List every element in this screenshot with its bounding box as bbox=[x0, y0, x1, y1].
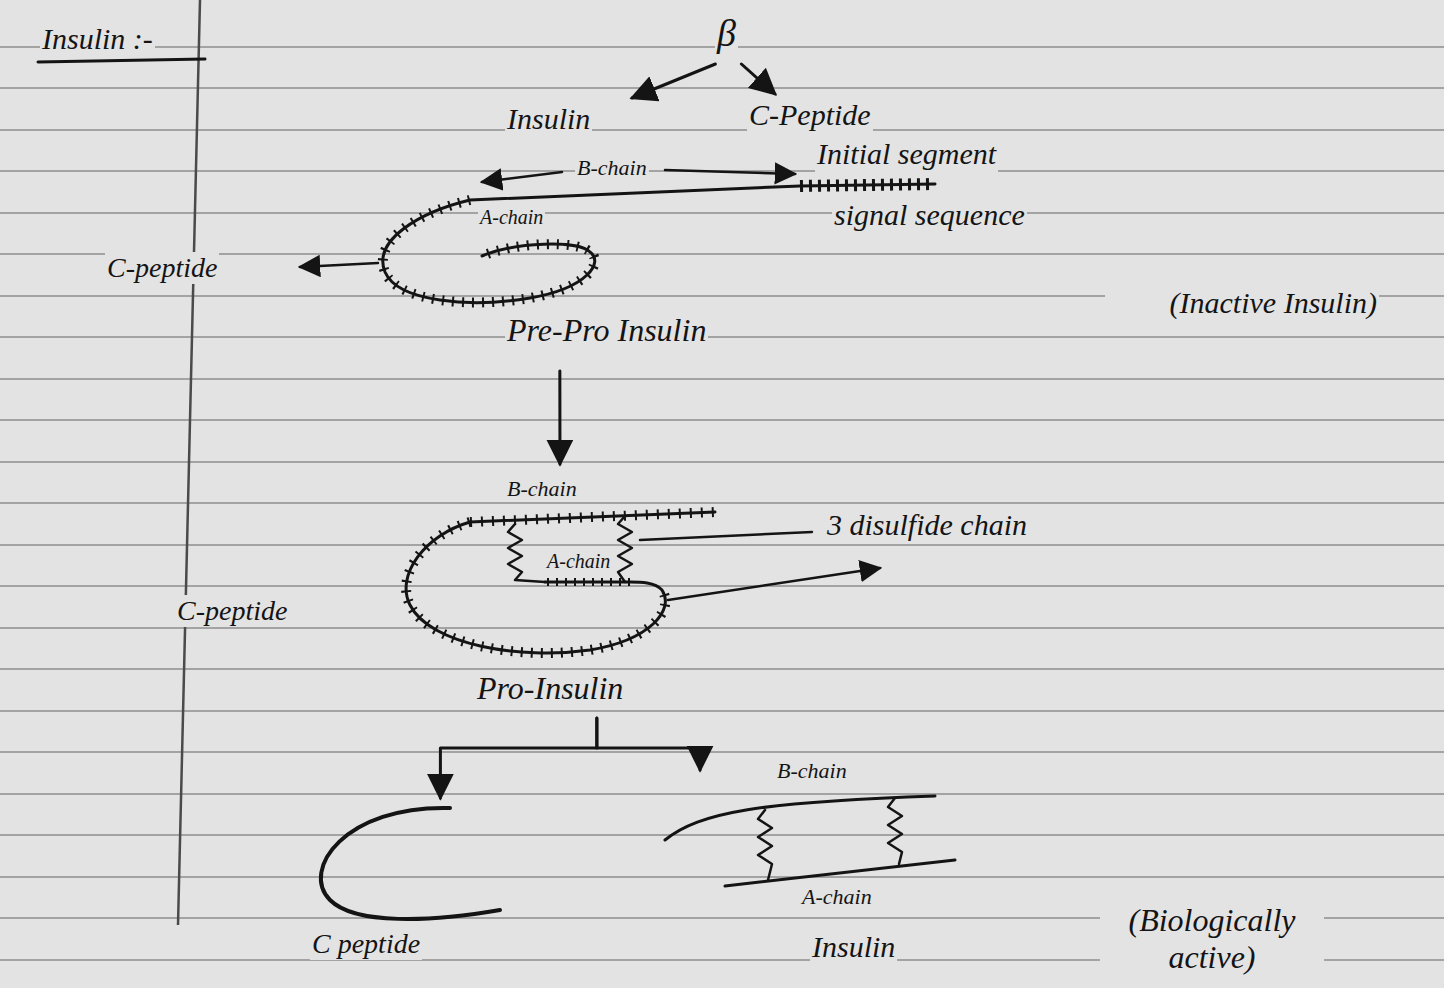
disulfide-bond bbox=[508, 524, 545, 582]
chain-arrow bbox=[665, 170, 795, 174]
chain-arrow bbox=[482, 172, 562, 182]
product-label: C-Peptide bbox=[742, 96, 962, 138]
leader-arrow bbox=[668, 568, 880, 600]
segment-label: Initial segment bbox=[815, 137, 998, 172]
ruled-line bbox=[0, 710, 1444, 712]
a-chain-strand bbox=[725, 860, 955, 886]
ruled-line bbox=[0, 668, 1444, 670]
margin-line bbox=[178, 0, 200, 925]
b-chain-strand bbox=[665, 796, 935, 840]
disulfide-bond bbox=[758, 810, 772, 880]
ruled-line bbox=[0, 378, 1444, 380]
ruled-line bbox=[0, 419, 1444, 421]
signal-sequence-hatch bbox=[800, 184, 935, 186]
page-title: Insulin :- bbox=[40, 22, 155, 57]
node-caption: C peptide bbox=[310, 928, 422, 960]
residue-ticks bbox=[383, 200, 595, 302]
node-caption: Pro-Insulin bbox=[475, 670, 625, 707]
ruled-line bbox=[0, 87, 1444, 89]
ruled-line bbox=[0, 793, 1444, 795]
ruled-line bbox=[0, 544, 1444, 546]
ruled-line bbox=[0, 585, 1444, 587]
ruled-lines bbox=[0, 47, 1444, 960]
ruled-line bbox=[0, 129, 1444, 131]
b-chain-strand bbox=[470, 512, 715, 522]
flow-arrow bbox=[597, 718, 700, 770]
c-peptide-shape bbox=[321, 808, 500, 919]
residue-ticks bbox=[406, 522, 665, 653]
ruled-line bbox=[0, 336, 1444, 338]
node-caption: β bbox=[715, 12, 738, 56]
chain-label: B-chain bbox=[775, 758, 849, 783]
product-figure: C peptide bbox=[300, 800, 560, 978]
flow-arrow bbox=[440, 718, 596, 798]
title-underline bbox=[38, 59, 205, 62]
product-label: Insulin bbox=[500, 100, 665, 142]
chain-label: A-chain bbox=[478, 206, 545, 229]
ruled-line bbox=[0, 461, 1444, 463]
leader-arrow bbox=[300, 263, 378, 267]
ruled-line bbox=[0, 751, 1444, 753]
ink-drawing bbox=[38, 59, 955, 919]
ruled-line bbox=[0, 627, 1444, 629]
leader-line bbox=[640, 532, 812, 540]
stage-figure: Pre-Pro Insulin bbox=[370, 140, 930, 365]
chain-label: A-chain bbox=[545, 550, 612, 573]
node-note: (Biologically active) bbox=[1100, 902, 1324, 976]
disulfide-bond bbox=[888, 798, 902, 864]
residue-ticks bbox=[470, 512, 715, 522]
chain-label: B-chain bbox=[575, 155, 649, 180]
cell-label: β bbox=[705, 10, 757, 62]
note-label: (Inactive Insulin) bbox=[1105, 286, 1379, 321]
stage-figure: Pro-Insulin bbox=[400, 465, 780, 715]
ruled-line bbox=[0, 876, 1444, 878]
segment-label: signal sequence bbox=[832, 198, 1027, 233]
ruled-line bbox=[0, 834, 1444, 836]
ruled-line bbox=[0, 212, 1444, 214]
node-caption: C-Peptide bbox=[747, 98, 873, 133]
c-peptide-loop bbox=[406, 522, 665, 653]
disulfide-bond bbox=[618, 516, 632, 582]
chain-label: C-peptide bbox=[105, 252, 219, 284]
node-caption: Pre-Pro Insulin bbox=[505, 312, 708, 349]
flow-arrow bbox=[558, 371, 561, 464]
flow-arrow bbox=[741, 64, 775, 94]
ruled-line bbox=[0, 502, 1444, 504]
residue-ticks bbox=[545, 578, 630, 586]
product-figure: Insulin (Biologically active) bbox=[660, 772, 1430, 982]
chain-label: C-peptide bbox=[175, 595, 289, 627]
chain-label: B-chain bbox=[505, 476, 579, 501]
flow-arrow bbox=[632, 64, 715, 98]
bond-label: 3 disulfide chain bbox=[825, 508, 1029, 543]
node-caption: Insulin bbox=[505, 102, 592, 137]
chain-label: A-chain bbox=[800, 884, 874, 909]
node-caption: Insulin bbox=[810, 930, 897, 965]
